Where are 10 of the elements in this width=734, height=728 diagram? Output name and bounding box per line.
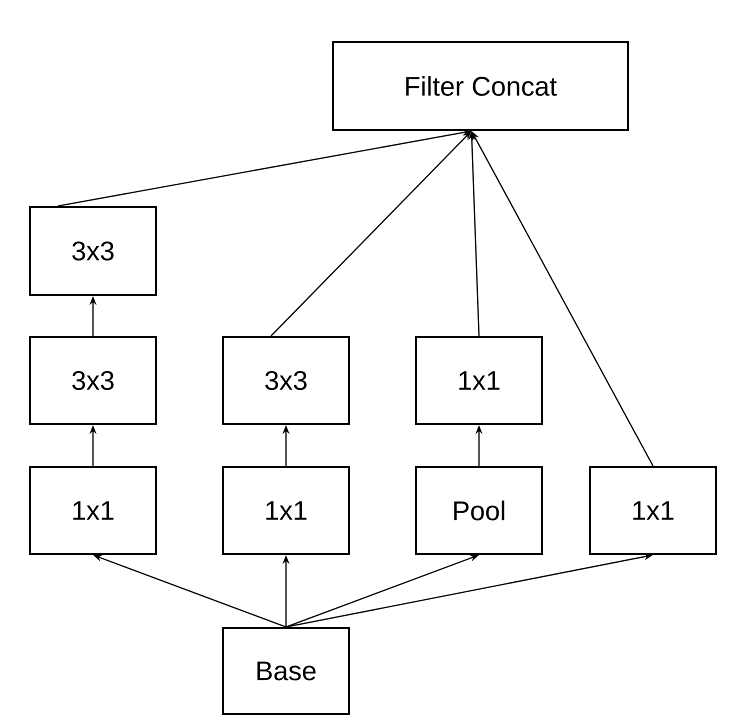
process-box: 1x1 — [222, 466, 350, 555]
process-box: 1x1 — [589, 466, 717, 555]
process-box: 3x3 — [29, 336, 157, 425]
process-box: 1x1 — [29, 466, 157, 555]
process-box: Base — [222, 627, 350, 715]
process-box: 3x3 — [29, 206, 157, 296]
process-box: Filter Concat — [332, 41, 629, 131]
process-box: Pool — [415, 466, 543, 555]
process-box: 1x1 — [415, 336, 543, 425]
process-box: 3x3 — [222, 336, 350, 425]
